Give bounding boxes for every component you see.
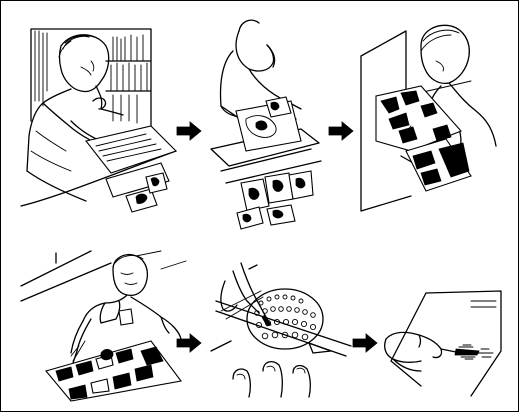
artist-painting (71, 255, 181, 363)
arrow-right-icon (353, 334, 377, 352)
panel-painting (21, 251, 186, 401)
arrow-right-icon (329, 122, 353, 140)
hand-with-knife (385, 332, 493, 371)
panel-template (211, 263, 351, 397)
panel-inking (361, 25, 496, 211)
bookshelf (31, 29, 151, 126)
paint-palette (46, 341, 181, 401)
panel-cutting (385, 291, 501, 396)
panel-arranging (211, 20, 321, 229)
inked-artwork (376, 86, 471, 191)
arrow-right-icon (177, 122, 201, 140)
panel-sketching (21, 29, 176, 212)
cutting-board (391, 291, 501, 396)
sketch-table (211, 97, 321, 229)
fingertips (233, 362, 310, 397)
desk-with-papers (21, 126, 176, 212)
roof-beams (21, 251, 186, 301)
